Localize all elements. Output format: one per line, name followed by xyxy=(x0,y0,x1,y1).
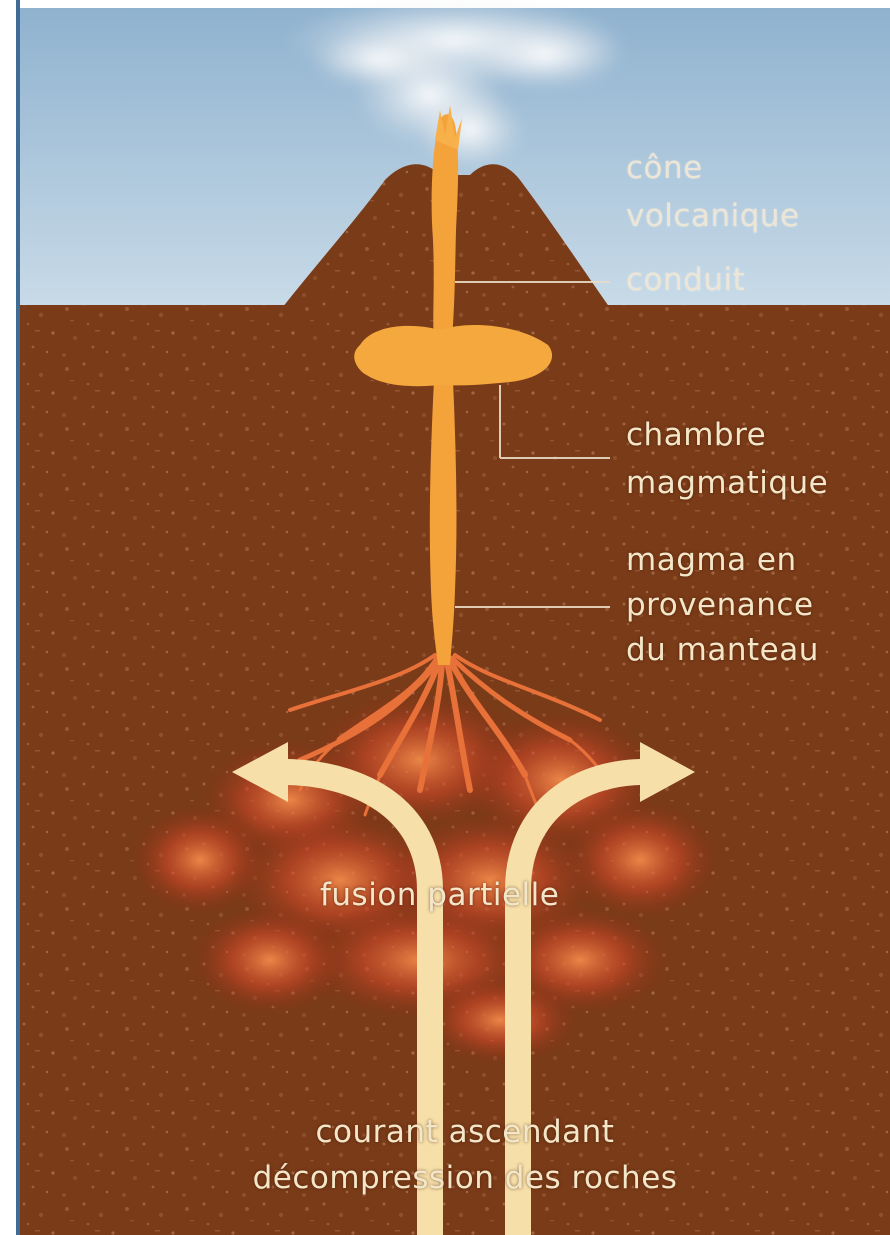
chamber-label-line1: chambre xyxy=(626,415,766,455)
mantle-label-line2: provenance xyxy=(626,585,814,625)
mantle-label-line3: du manteau xyxy=(626,630,819,670)
upwelling-label-line1: courant ascendant xyxy=(215,1112,715,1152)
cone-label-line2: volcanique xyxy=(626,196,800,236)
conduit-label: conduit xyxy=(626,260,745,300)
magma-chamber xyxy=(354,325,552,386)
chamber-label-line2: magmatique xyxy=(626,463,828,503)
mantle-label-line1: magma en xyxy=(626,540,797,580)
upwelling-label-line2: décompression des roches xyxy=(195,1158,735,1198)
left-border xyxy=(0,0,18,1235)
partial-fusion-label: fusion partielle xyxy=(320,875,559,915)
left-border-edge xyxy=(16,0,20,1235)
cone-label-line1: cône xyxy=(626,148,703,188)
